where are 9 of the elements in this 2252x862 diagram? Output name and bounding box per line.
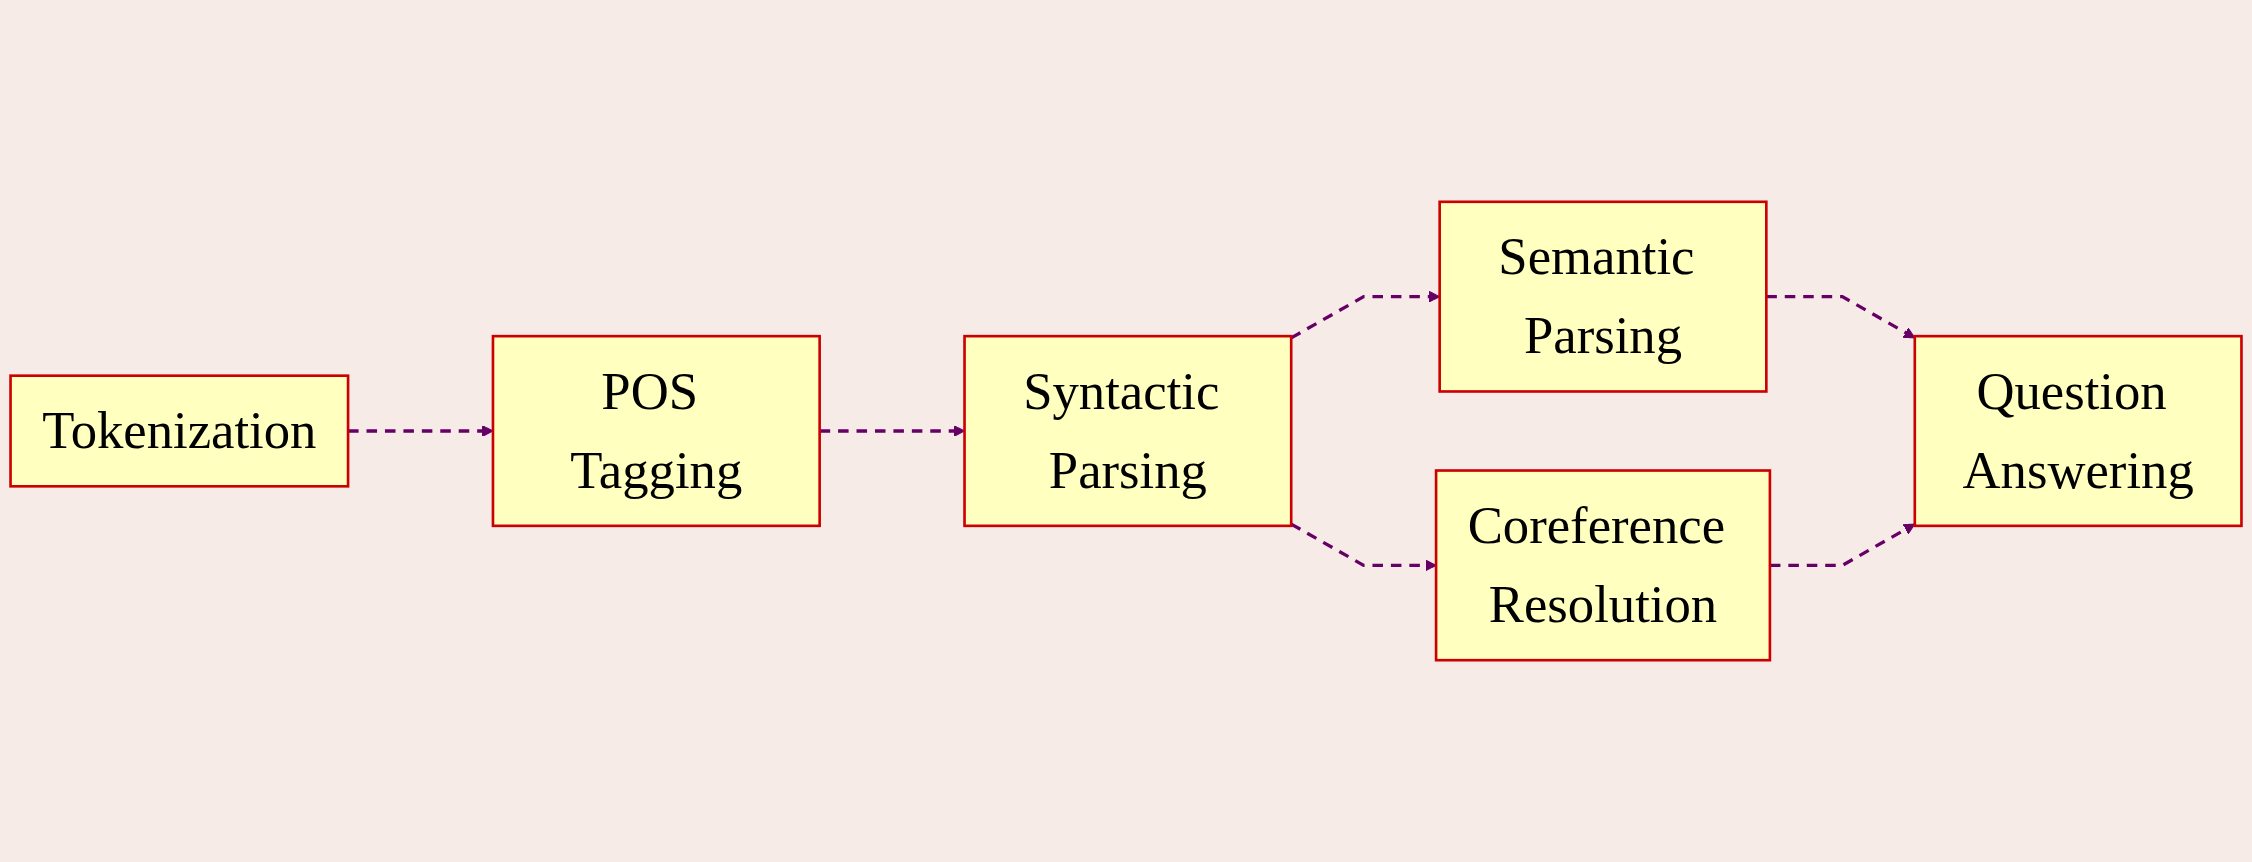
arrow — [1766, 295, 1916, 339]
node-box: Coreference Resolution — [1434, 469, 1772, 662]
node-box: POS Tagging — [491, 334, 821, 528]
arrow — [1769, 523, 1916, 567]
arrow — [1290, 522, 1437, 572]
node-box: Question Answering — [1913, 334, 2243, 528]
node-box: Semantic Parsing — [1438, 200, 1768, 393]
node-box: Syntactic Parsing — [963, 334, 1293, 528]
node-box: Tokenization — [9, 374, 350, 488]
